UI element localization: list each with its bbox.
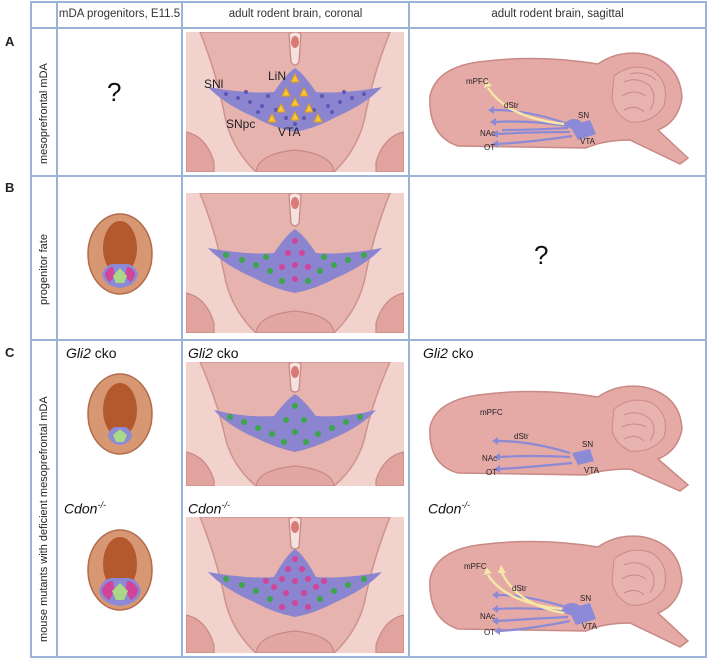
row-letter-c: C <box>5 345 15 360</box>
row-label-b: progenitor fate <box>38 234 50 305</box>
header-sagittal: adult rodent brain, sagittal <box>491 8 624 20</box>
grid-left-line <box>30 1 32 658</box>
sagittal-label-mpfc: mPFC <box>464 562 487 571</box>
gli2-gene: Gli2 <box>188 345 213 361</box>
grid-row-ab-line <box>30 175 707 177</box>
cdon-genotype: -/- <box>221 500 230 510</box>
row-letter-a: A <box>5 34 15 49</box>
grid-row-bc-line <box>30 339 707 341</box>
gli2-suffix: cko <box>90 345 117 361</box>
sagittal-section-a: mPFC dStr NAc OT SN VTA <box>429 52 690 165</box>
cdon-label: Cdon-/- <box>188 500 230 517</box>
sagittal-label-sn: SN <box>580 594 591 603</box>
gli2-label: Gli2 cko <box>188 345 239 361</box>
grid-col2-line <box>181 1 183 658</box>
coronal-label-vta: VTA <box>278 125 300 139</box>
gli2-gene: Gli2 <box>423 345 448 361</box>
sagittal-label-mpfc: mPFC <box>480 408 503 417</box>
sagittal-section-gli2: mPFC dStr NAc OT SN VTA <box>429 385 690 492</box>
sagittal-label-sn: SN <box>578 111 589 120</box>
gli2-suffix: cko <box>212 345 239 361</box>
gli2-label: Gli2 cko <box>423 345 474 361</box>
sagittal-label-dstr: dStr <box>504 101 519 110</box>
header-coronal: adult rodent brain, coronal <box>228 8 363 20</box>
grid-col1-line <box>56 1 58 658</box>
sagittal-label-vta: VTA <box>584 466 600 475</box>
sagittal-label-vta: VTA <box>580 137 596 146</box>
coronal-section-gli2 <box>186 362 404 486</box>
sagittal-label-ot: OT <box>484 143 495 152</box>
sagittal-label-dstr: dStr <box>514 432 529 441</box>
progenitor-diagram-gli2 <box>87 373 153 455</box>
cdon-label: Cdon-/- <box>428 500 470 517</box>
sagittal-label-dstr: dStr <box>512 584 527 593</box>
grid-col3-line <box>408 1 410 658</box>
coronal-label-snpc: SNpc <box>226 117 255 131</box>
gli2-suffix: cko <box>447 345 474 361</box>
coronal-section-cdon <box>186 517 404 653</box>
row-label-c: mouse mutants with deficient mesoprefron… <box>38 396 50 642</box>
gli2-gene: Gli2 <box>66 345 91 361</box>
sagittal-label-sn: SN <box>582 440 593 449</box>
unknown-question-mark: ? <box>534 240 549 270</box>
sagittal-label-vta: VTA <box>582 622 598 631</box>
cdon-genotype: -/- <box>461 500 470 510</box>
cdon-gene: Cdon <box>188 500 222 517</box>
sagittal-label-mpfc: mPFC <box>466 77 489 86</box>
gli2-label: Gli2 cko <box>66 345 117 361</box>
progenitor-diagram-wildtype <box>87 213 153 295</box>
coronal-label-lin: LiN <box>268 69 286 83</box>
sagittal-label-nac: NAc <box>480 129 495 138</box>
cdon-gene: Cdon <box>64 500 98 517</box>
progenitor-diagram-cdon <box>87 529 153 611</box>
row-letter-b: B <box>5 180 15 195</box>
header-progenitors: mDA progenitors, E11.5 <box>58 8 181 20</box>
cdon-gene: Cdon <box>428 500 462 517</box>
sagittal-label-nac: NAc <box>480 612 495 621</box>
cdon-genotype: -/- <box>97 500 106 510</box>
grid-bottom-line <box>30 656 707 658</box>
sagittal-label-nac: NAc <box>482 454 497 463</box>
coronal-label-snl: SNl <box>204 77 223 91</box>
grid-top-line <box>30 1 707 3</box>
cdon-label: Cdon-/- <box>64 500 106 517</box>
grid-right-line <box>705 1 707 658</box>
sagittal-label-ot: OT <box>484 628 495 637</box>
row-label-a: mesoprefrontal mDA <box>38 63 50 164</box>
coronal-section-b <box>186 193 404 333</box>
grid-header-line <box>30 27 707 29</box>
unknown-question-mark: ? <box>107 77 122 107</box>
sagittal-section-cdon: mPFC dStr NAc OT SN VTA <box>429 535 690 648</box>
coronal-section-a: SNl LiN SNpc VTA <box>186 32 404 172</box>
sagittal-label-ot: OT <box>486 468 497 477</box>
